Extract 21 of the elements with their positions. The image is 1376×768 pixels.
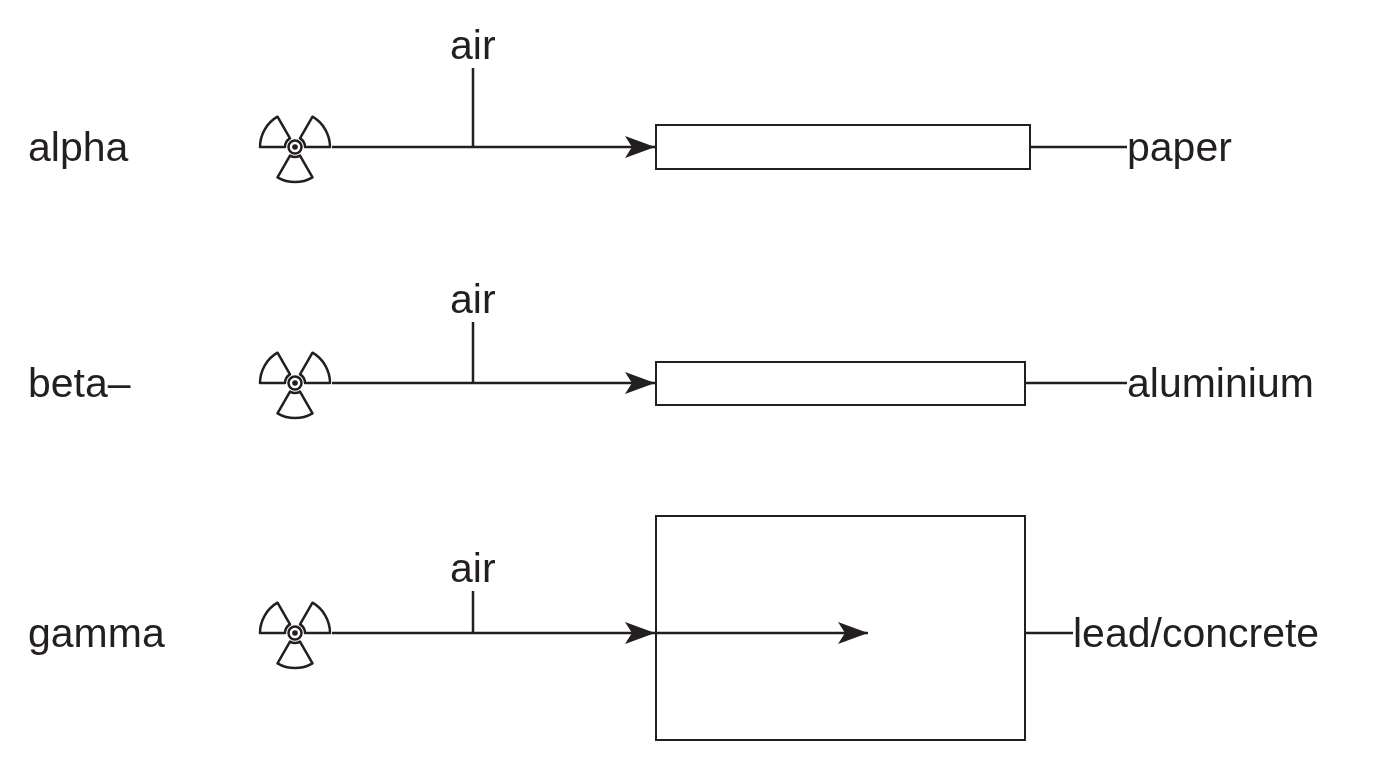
particle-label: alpha [28,124,129,170]
arrow [332,622,655,644]
material-label: lead/concrete [1073,610,1320,656]
leader-line [471,68,475,147]
particle-label: beta– [28,360,131,406]
arrow [332,372,655,394]
medium-label: air [450,545,496,591]
arrow [332,136,655,158]
leader-line [1026,631,1073,635]
material-label: aluminium [1127,360,1314,406]
leader-line [471,591,475,633]
medium-label: air [450,276,496,322]
particle-label: gamma [28,610,165,656]
leader-line [1031,145,1127,149]
leader-line [471,322,475,383]
medium-label: air [450,22,496,68]
material-label: paper [1127,124,1232,170]
absorber-slab [655,124,1031,170]
absorber-slab [655,361,1026,406]
leader-line [1026,381,1127,385]
absorber-slab [655,515,1026,741]
